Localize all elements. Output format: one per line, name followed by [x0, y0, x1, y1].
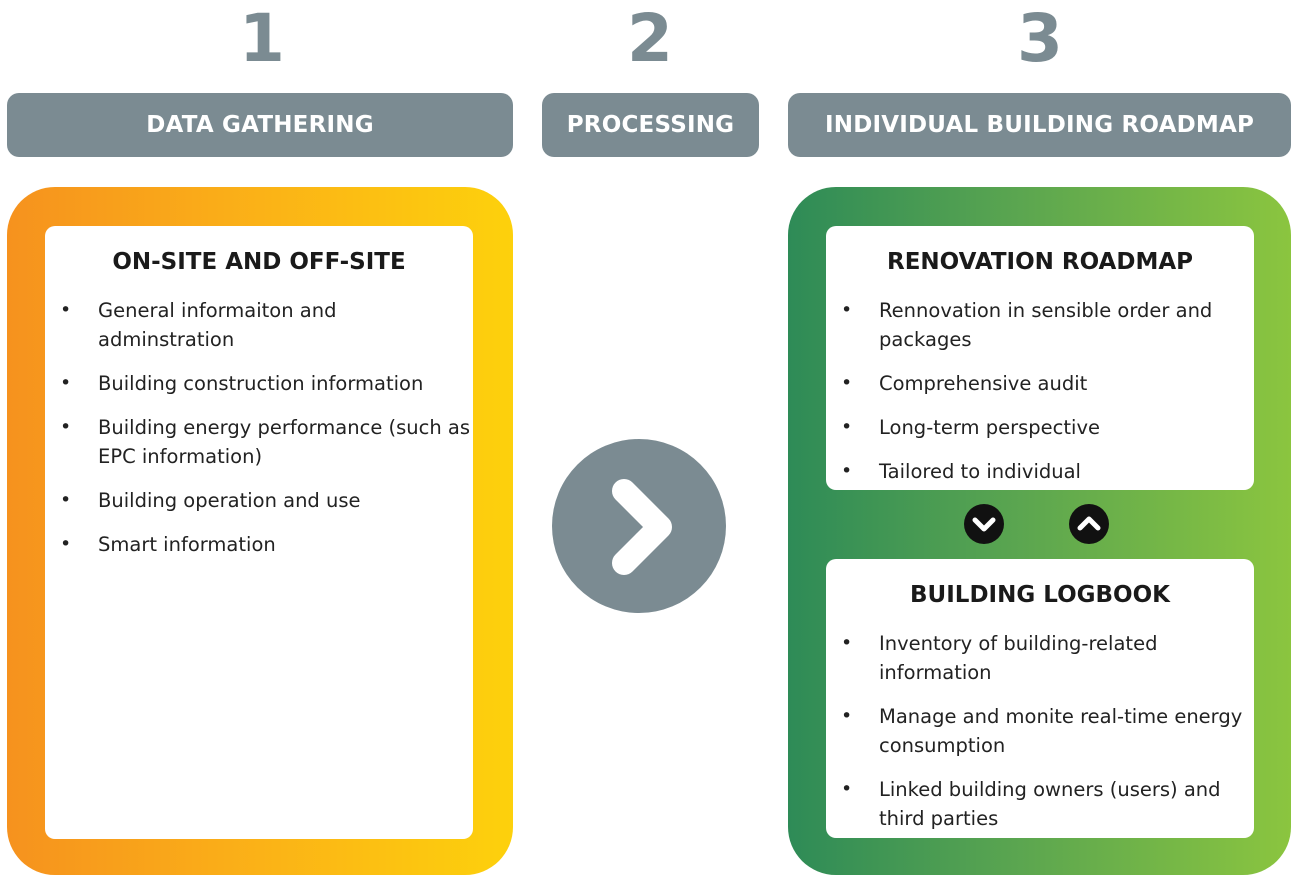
- bullet-icon: •: [60, 299, 72, 321]
- card-title: ON-SITE AND OFF-SITE: [112, 249, 406, 275]
- individual-roadmap-frame: RENOVATION ROADMAP • Rennovation in sensi…: [788, 187, 1291, 875]
- chevron-right-icon: [612, 479, 672, 575]
- list-item-text: General informaiton and adminstration: [98, 299, 337, 351]
- list-item-text: Comprehensive audit: [879, 372, 1088, 395]
- chevron-up-circle-icon: [1069, 504, 1109, 544]
- bullet-icon: •: [60, 489, 72, 511]
- list-item-text: Building energy performance (such as EPC…: [98, 416, 471, 468]
- bullet-icon: •: [841, 778, 853, 800]
- list-item: • Building operation and use: [45, 486, 473, 515]
- list-item-text: Tailored to individual: [879, 460, 1081, 483]
- list-item: • Tailored to individual: [826, 457, 1254, 486]
- bullet-icon: •: [841, 416, 853, 438]
- bullet-icon: •: [841, 372, 853, 394]
- list-item-text: Building operation and use: [98, 489, 361, 512]
- list-item-text: Inventory of building-related informatio…: [879, 632, 1158, 684]
- list-item-text: Rennovation in sensible order and packag…: [879, 299, 1213, 351]
- list-item: • Manage and monite real-time energy cons…: [826, 702, 1254, 760]
- list-item: • Building energy performance (such as EP…: [45, 413, 473, 471]
- list-item: • Linked building owners (users) and thir…: [826, 775, 1254, 833]
- bullet-icon: •: [60, 533, 72, 555]
- on-site-off-site-card: ON-SITE AND OFF-SITE • General informaito…: [45, 226, 473, 839]
- list-item-text: Linked building owners (users) and third…: [879, 778, 1221, 830]
- bullet-icon: •: [60, 372, 72, 394]
- step-number-1: 1: [239, 0, 285, 77]
- card-title: BUILDING LOGBOOK: [910, 582, 1170, 608]
- step-header-data-gathering: DATA GATHERING: [7, 93, 513, 157]
- renovation-roadmap-card: RENOVATION ROADMAP • Rennovation in sensi…: [826, 226, 1254, 490]
- list-item: • Comprehensive audit: [826, 369, 1254, 398]
- bullet-icon: •: [841, 460, 853, 482]
- step-header-individual-roadmap: INDIVIDUAL BUILDING ROADMAP: [788, 93, 1291, 157]
- bullet-icon: •: [841, 705, 853, 727]
- renovation-roadmap-list: • Rennovation in sensible order and packa…: [826, 296, 1254, 486]
- building-logbook-card: BUILDING LOGBOOK • Inventory of building-…: [826, 559, 1254, 838]
- list-item: • Rennovation in sensible order and packa…: [826, 296, 1254, 354]
- data-gathering-list: • General informaiton and adminstration •…: [45, 296, 473, 559]
- list-item: • General informaiton and adminstration: [45, 296, 473, 354]
- step-number-2: 2: [627, 0, 673, 77]
- step-number-3: 3: [1017, 0, 1063, 77]
- step-header-processing: PROCESSING: [542, 93, 759, 157]
- bullet-icon: •: [60, 416, 72, 438]
- list-item: • Smart information: [45, 530, 473, 559]
- list-item-text: Building construction information: [98, 372, 424, 395]
- building-logbook-list: • Inventory of building-related informati…: [826, 629, 1254, 833]
- list-item-text: Smart information: [98, 533, 276, 556]
- chevron-down-circle-icon: [964, 504, 1004, 544]
- list-item: • Inventory of building-related informati…: [826, 629, 1254, 687]
- list-item: • Building construction information: [45, 369, 473, 398]
- bullet-icon: •: [841, 632, 853, 654]
- bullet-icon: •: [841, 299, 853, 321]
- list-item-text: Long-term perspective: [879, 416, 1100, 439]
- data-gathering-frame: ON-SITE AND OFF-SITE • General informaito…: [7, 187, 513, 875]
- card-title: RENOVATION ROADMAP: [887, 249, 1193, 275]
- processing-arrow: [552, 439, 726, 613]
- list-item: • Long-term perspective: [826, 413, 1254, 442]
- list-item-text: Manage and monite real-time energy consu…: [879, 705, 1243, 757]
